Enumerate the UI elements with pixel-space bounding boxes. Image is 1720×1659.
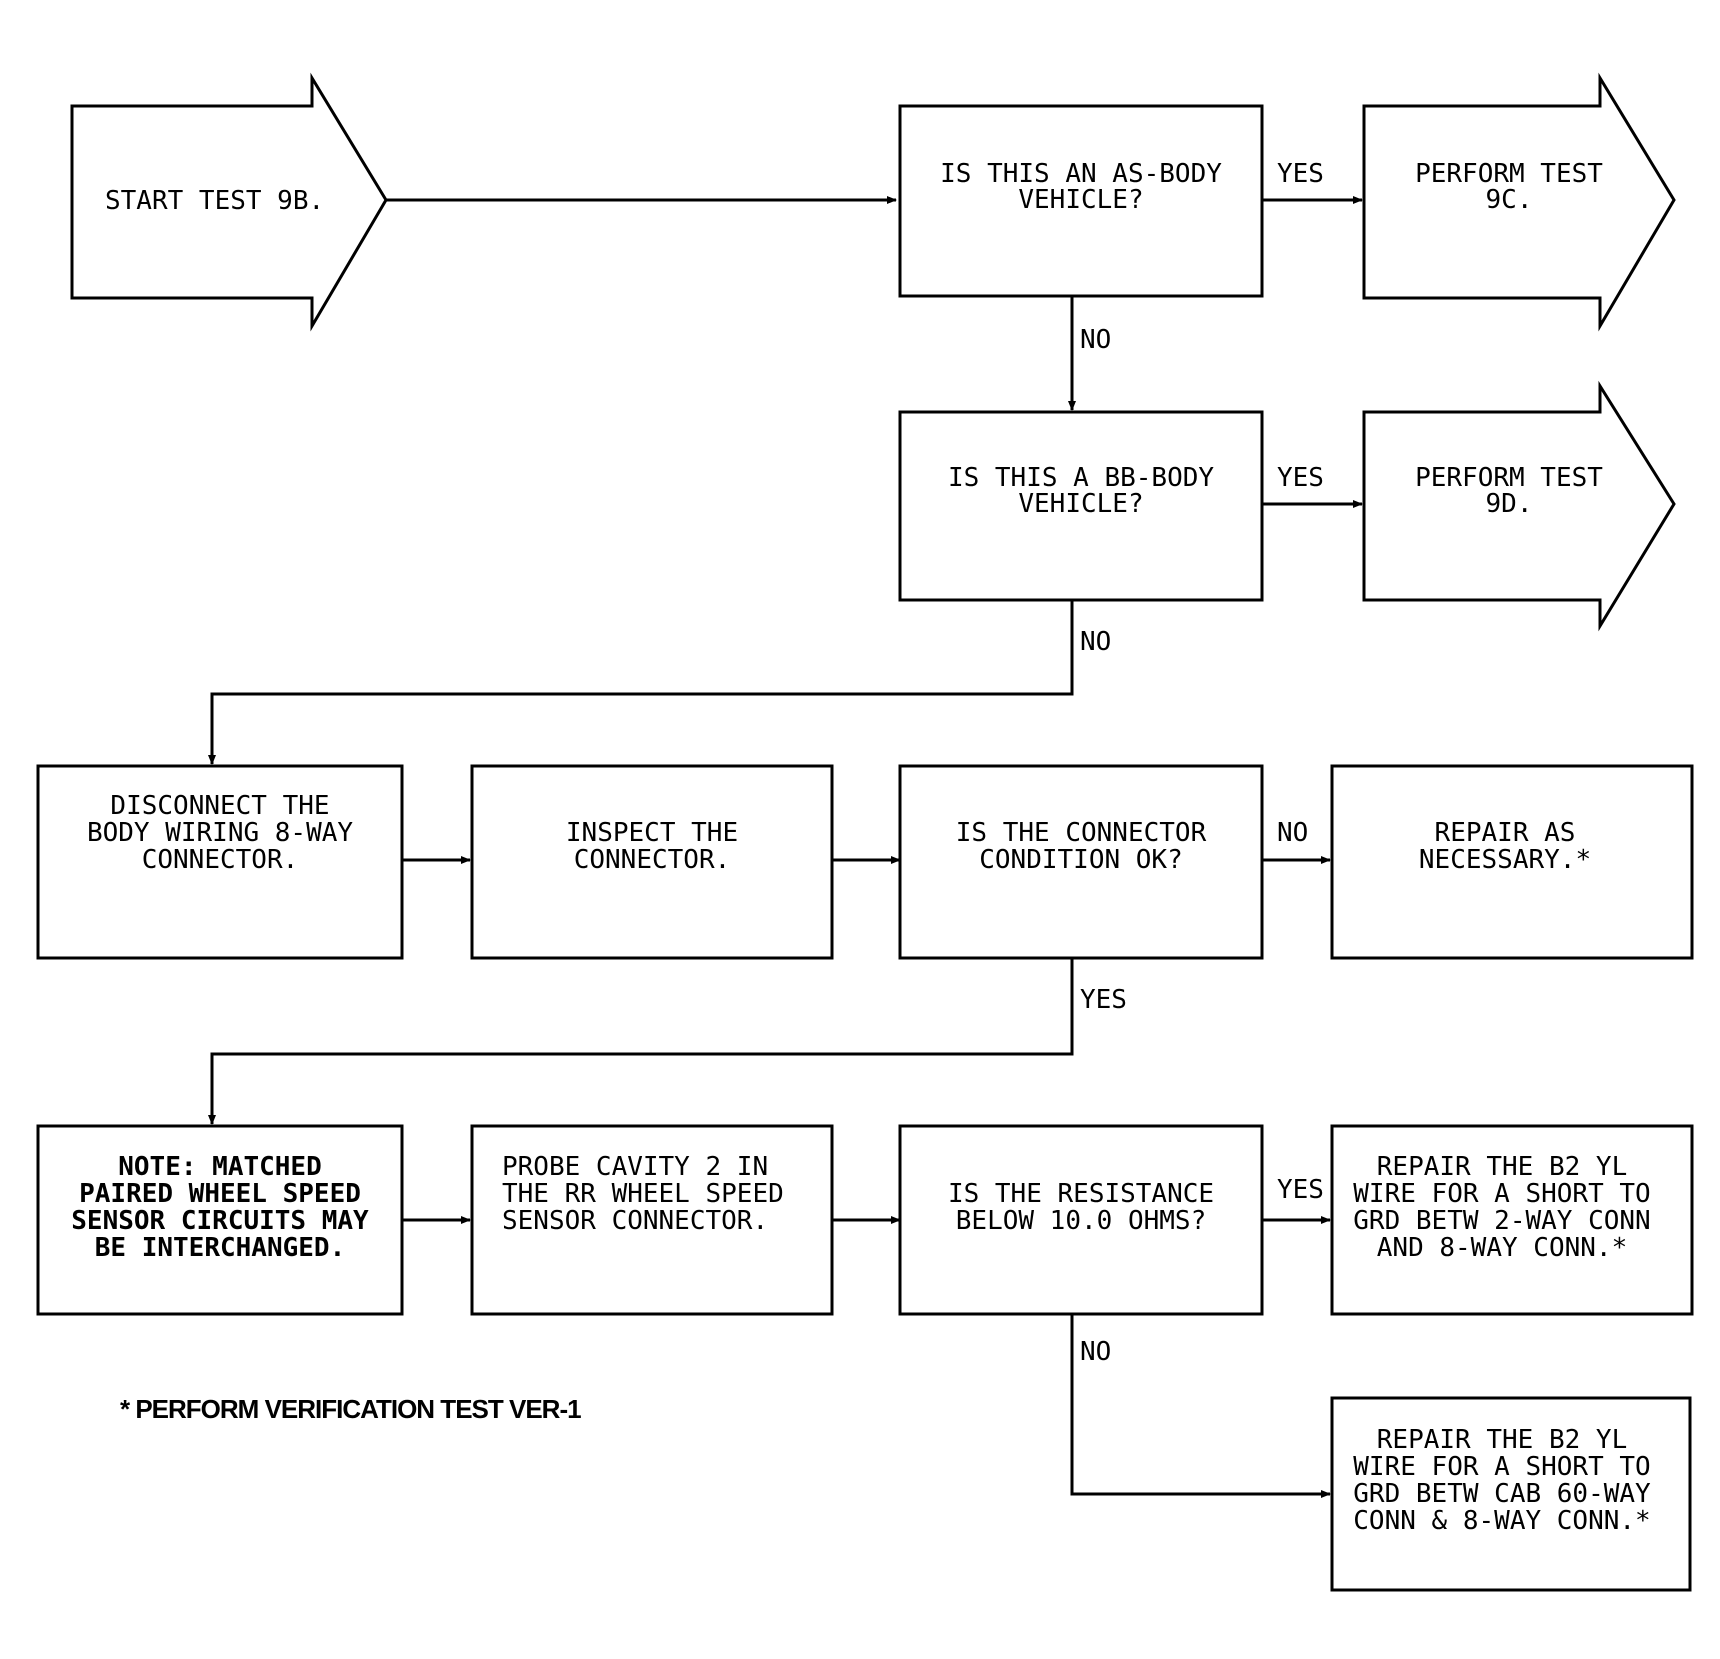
node-labels: START TEST 9B. IS THIS AN AS-BODY VEHICL… xyxy=(71,159,1651,1536)
probe-label-line-1: PROBE CAVITY 2 IN xyxy=(502,1152,768,1182)
perform-9c-label-line-2: 9C. xyxy=(1486,185,1533,215)
bb-no-label: NO xyxy=(1080,627,1111,657)
repair-as-necessary-box xyxy=(1330,764,1694,960)
note-label-line-2: PAIRED WHEEL SPEED xyxy=(79,1179,361,1209)
connector-condition-yes xyxy=(208,958,1074,1125)
repair-60way-label-line-1: REPAIR THE B2 YL xyxy=(1377,1425,1627,1455)
condition-no-label: NO xyxy=(1277,818,1308,848)
resistance-yes-label: YES xyxy=(1277,1175,1324,1205)
start-arrow-shape xyxy=(70,72,388,332)
condition-box xyxy=(898,764,1264,960)
condition-label-line-2: CONDITION OK? xyxy=(979,845,1183,875)
repair-as-necessary-label-line-1: REPAIR AS xyxy=(1435,818,1576,848)
as-body-label-line-1: IS THIS AN AS-BODY xyxy=(940,159,1222,189)
inspect-label-line-1: INSPECT THE xyxy=(566,818,738,848)
repair-2way-label-line-4: AND 8-WAY CONN.* xyxy=(1377,1233,1627,1263)
repair-60way-label-line-4: CONN & 8-WAY CONN.* xyxy=(1353,1506,1650,1536)
condition-label-line-1: IS THE CONNECTOR xyxy=(956,818,1207,848)
probe-label-line-2: THE RR WHEEL SPEED xyxy=(502,1179,784,1209)
bb-yes-label: YES xyxy=(1277,463,1324,493)
inspect-label-line-2: CONNECTOR. xyxy=(574,845,731,875)
repair-60way-label-line-2: WIRE FOR A SHORT TO xyxy=(1353,1452,1650,1482)
bb-body-box xyxy=(898,410,1264,602)
probe-label-line-3: SENSOR CONNECTOR. xyxy=(502,1206,768,1236)
bb-body-label-line-1: IS THIS A BB-BODY xyxy=(948,463,1214,493)
inspect-box xyxy=(470,764,834,960)
bb-body-label-line-2: VEHICLE? xyxy=(1018,489,1143,519)
as-yes-label: YES xyxy=(1277,159,1324,189)
as-body-box xyxy=(898,104,1264,298)
resistance-label-line-1: IS THE RESISTANCE xyxy=(948,1179,1214,1209)
shapes xyxy=(36,72,1694,1592)
repair-2way-label-line-2: WIRE FOR A SHORT TO xyxy=(1353,1179,1650,1209)
edge-labels: YES NO YES NO NO YES YES NO xyxy=(1080,159,1324,1367)
note-label-line-4: BE INTERCHANGED. xyxy=(95,1233,345,1263)
disconnect-label-line-3: CONNECTOR. xyxy=(142,845,299,875)
perform-9c-label-line-1: PERFORM TEST xyxy=(1415,159,1603,189)
note-label-line-1: NOTE: MATCHED xyxy=(118,1152,322,1182)
as-body-label-line-2: VEHICLE? xyxy=(1018,185,1143,215)
as-no-label: NO xyxy=(1080,325,1111,355)
footnote: * PERFORM VERIFICATION TEST VER-1 xyxy=(120,1394,581,1424)
resistance-no-label: NO xyxy=(1080,1337,1111,1367)
repair-as-necessary-label-line-2: NECESSARY.* xyxy=(1419,845,1591,875)
disconnect-label-line-2: BODY WIRING 8-WAY xyxy=(87,818,353,848)
resistance-label-line-2: BELOW 10.0 OHMS? xyxy=(956,1206,1206,1236)
connector-bb-no xyxy=(208,600,1074,765)
condition-yes-label: YES xyxy=(1080,985,1127,1015)
note-box xyxy=(36,1124,404,1316)
repair-2way-label-line-3: GRD BETW 2-WAY CONN xyxy=(1353,1206,1650,1236)
probe-box xyxy=(470,1124,834,1316)
repair-2way-label-line-1: REPAIR THE B2 YL xyxy=(1377,1152,1627,1182)
perform-9d-label-line-1: PERFORM TEST xyxy=(1415,463,1603,493)
perform-9c-arrow-shape xyxy=(1362,72,1676,332)
connector-resistance-no xyxy=(1070,1312,1331,1498)
repair-60way-box xyxy=(1330,1396,1692,1592)
start-label: START TEST 9B. xyxy=(105,186,324,216)
connectors xyxy=(208,196,1363,1498)
note-label-line-3: SENSOR CIRCUITS MAY xyxy=(71,1206,369,1236)
perform-9d-arrow-shape xyxy=(1362,380,1676,632)
repair-2way-box xyxy=(1330,1124,1694,1316)
resistance-box xyxy=(898,1124,1264,1316)
repair-60way-label-line-3: GRD BETW CAB 60-WAY xyxy=(1353,1479,1651,1509)
disconnect-box xyxy=(36,764,404,960)
disconnect-label-line-1: DISCONNECT THE xyxy=(110,791,329,821)
perform-9d-label-line-2: 9D. xyxy=(1486,489,1533,519)
